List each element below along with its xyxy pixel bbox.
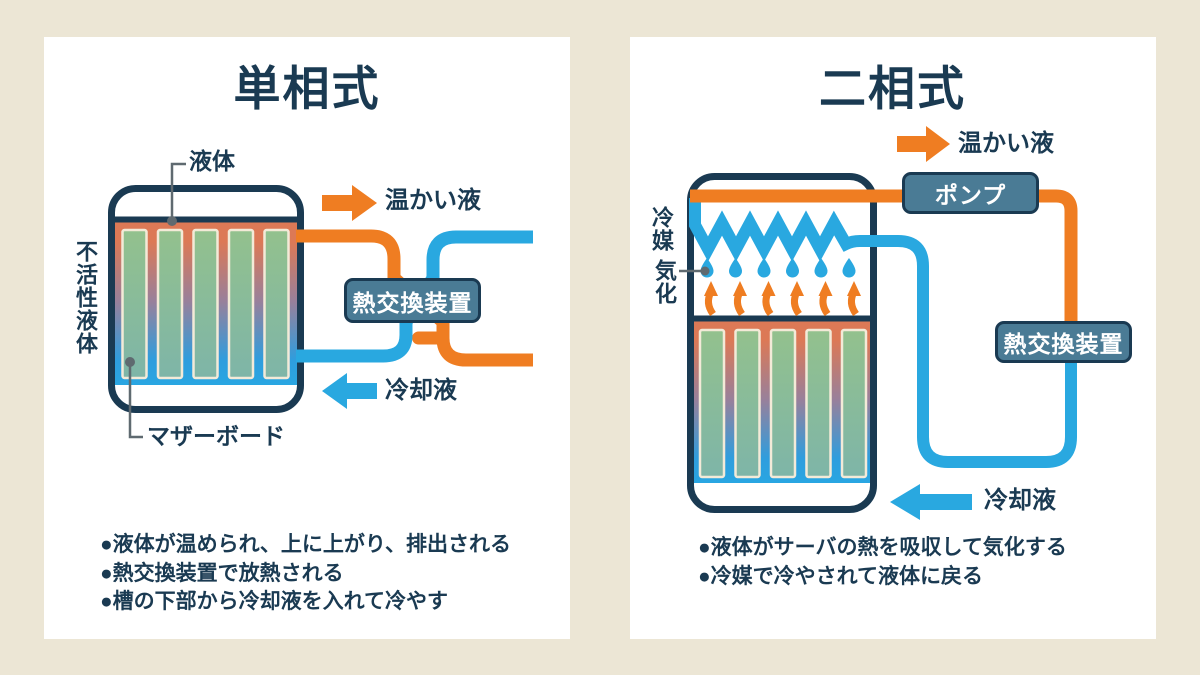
liquid-label: 液体 (189, 148, 235, 174)
heat-exchanger-label: 熱交換装置 (352, 289, 473, 316)
condenser-cooling-pipe (689, 198, 1077, 468)
note-line: ●槽の下部から冷却液を入れて冷やす (100, 590, 449, 613)
vapor-arrowheads (704, 281, 861, 296)
cool-flow-arrow-icon (322, 373, 377, 409)
cooling-liquid-label: 冷却液 (984, 487, 1056, 514)
warm-flow-arrow-icon (897, 126, 950, 162)
refrigerant-label: 冷媒 (649, 206, 674, 252)
motherboard-leader-line (128, 362, 143, 439)
note-line: ●液体が温められ、上に上がり、排出される (100, 533, 512, 556)
warm-liquid-label: 温かい液 (958, 130, 1054, 157)
liquid-leader-dot (167, 216, 177, 226)
two-phase-notes: ●液体がサーバの熱を吸収して気化する ●冷媒で冷やされて液体に戻る (698, 534, 1067, 591)
heat-exchanger-box: 熱交換装置 (344, 278, 481, 323)
vaporization-leader-dot (700, 266, 710, 276)
condensed-droplets (700, 258, 856, 278)
warm-flow-arrow-icon (322, 185, 377, 221)
cooling-liquid-label: 冷却液 (385, 377, 457, 404)
note-line: ●液体がサーバの熱を吸収して気化する (698, 536, 1067, 559)
single-phase-notes: ●液体が温められ、上に上がり、排出される ●熱交換装置で放熱される ●槽の下部か… (100, 531, 511, 617)
liquid-leader-line (170, 162, 186, 218)
heat-exchanger-label: 熱交換装置 (1003, 331, 1124, 357)
cool-flow-arrow-icon (890, 484, 972, 520)
inert-liquid-label: 不活性液体 (73, 240, 98, 355)
vaporization-label: 気化 (652, 259, 677, 305)
pump-label: ポンプ (934, 182, 1007, 208)
warm-liquid-label: 温かい液 (385, 187, 481, 214)
warm-liquid-pipe (296, 229, 533, 367)
warm-liquid-pipe-to-exchanger (1030, 189, 1078, 324)
note-line: ●冷媒で冷やされて液体に戻る (698, 564, 984, 588)
two-phase-title: 二相式 (819, 62, 966, 115)
motherboard-label: マザーボード (147, 423, 285, 449)
two-phase-diagram (679, 126, 1078, 520)
pump-box: ポンプ (902, 172, 1039, 214)
single-phase-title: 単相式 (233, 62, 381, 115)
heat-exchanger-box: 熱交換装置 (995, 321, 1132, 363)
single-phase-diagram (108, 162, 533, 439)
note-line: ●熱交換装置で放熱される (100, 561, 344, 585)
motherboards (121, 228, 290, 380)
server-boards (698, 328, 868, 479)
